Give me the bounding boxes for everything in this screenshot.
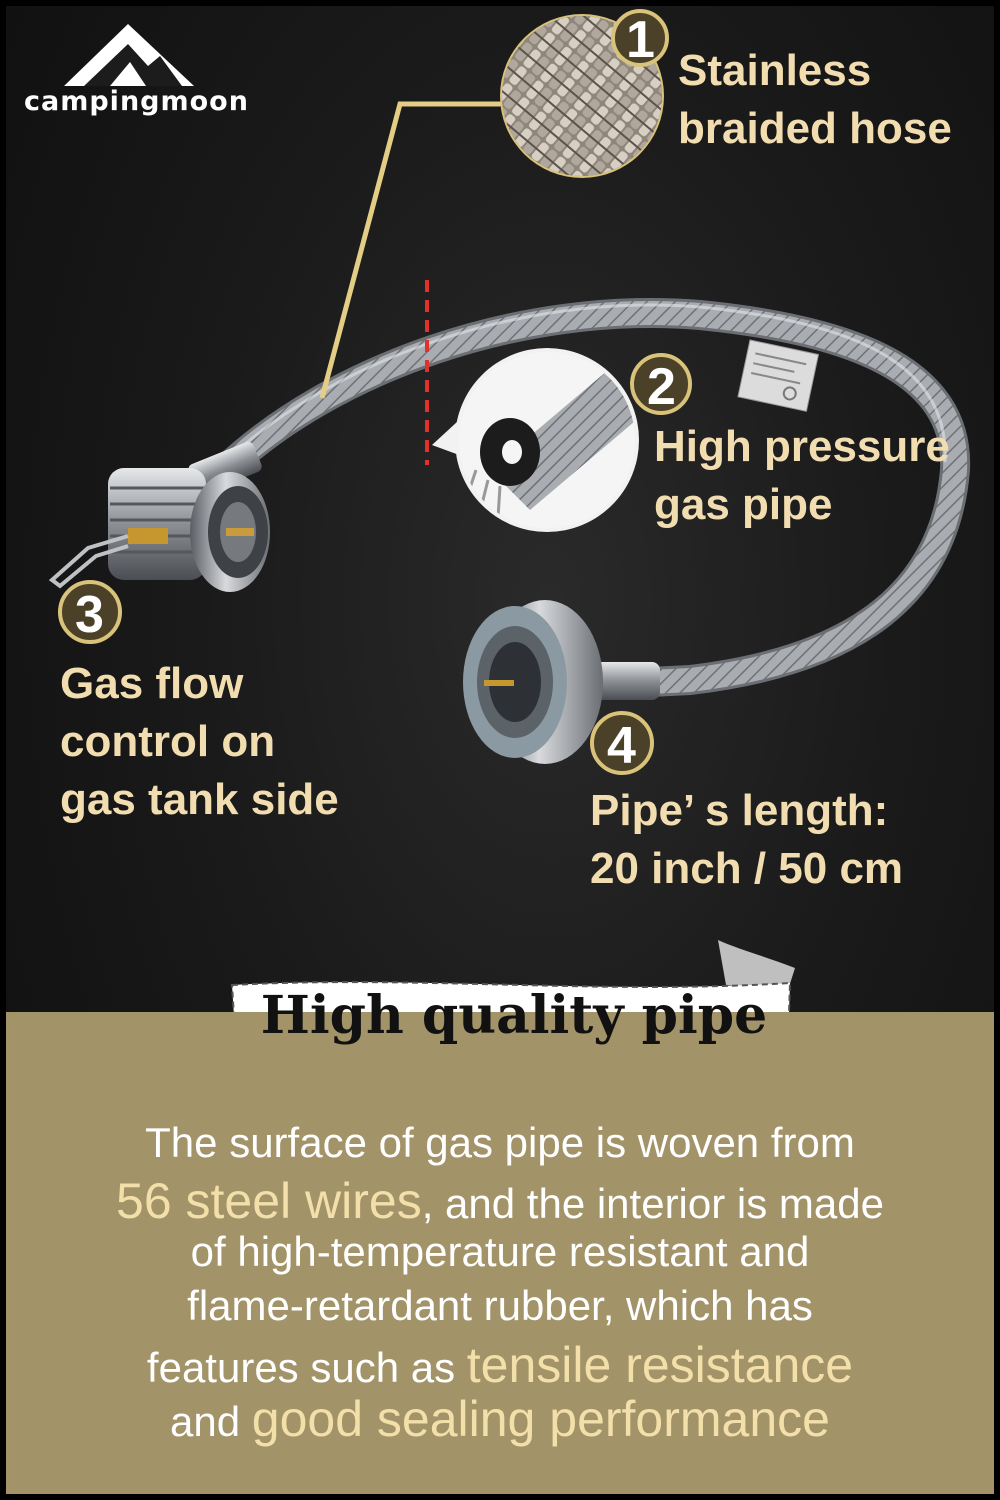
number-badge-1 (611, 9, 669, 67)
feature-callout-line: gas pipe (654, 480, 833, 529)
feature-callout-line: High pressure (654, 422, 950, 471)
description-line-6: and good sealing performance (0, 1394, 1000, 1444)
highlight-steel-wires: 56 steel wires (116, 1173, 422, 1229)
feature-callout-4: Pipe’ s length: 20 inch / 50 cm (590, 782, 903, 898)
feature-callout-line: Stainless (678, 46, 872, 95)
feature-callout-line: control on (60, 717, 276, 766)
number-badge-3 (58, 580, 122, 644)
number-badge-2 (630, 353, 692, 415)
description-line-3: of high-temperature resistant and (190, 1228, 810, 1275)
feature-callout-2: High pressure gas pipe (654, 418, 950, 534)
feature-callout-line: 20 inch / 50 cm (590, 844, 904, 893)
highlight-good-sealing: good sealing performance (251, 1391, 830, 1447)
banner-title: High quality pipe (260, 985, 768, 1046)
description-text: , and the interior is made (421, 1180, 884, 1227)
pipe-cross-section-circle (432, 348, 639, 532)
feature-callout-1: Stainless braided hose (678, 42, 952, 158)
callout-leader-line (319, 101, 505, 399)
feature-number-2: 2 (647, 358, 676, 416)
feature-number-4: 4 (607, 717, 636, 775)
tank-side-connector (48, 441, 270, 592)
description-line-2: 56 steel wires, and the interior is made (0, 1176, 1000, 1226)
feature-callout-line: braided hose (678, 104, 952, 153)
hose-label-sticker (737, 339, 820, 412)
feature-callout-line: gas tank side (60, 775, 339, 824)
feature-number-1: 1 (626, 11, 655, 69)
number-badge-4 (590, 711, 654, 775)
feature-callout-line: Pipe’ s length: (590, 786, 889, 835)
feature-callout-3: Gas flow control on gas tank side (60, 655, 339, 829)
feature-number-3: 3 (75, 586, 104, 644)
brand-mountain-icon (64, 24, 194, 86)
description-text: and (170, 1398, 252, 1445)
description-text: features such as (146, 1344, 467, 1391)
description-line-5: features such as tensile resistance (0, 1340, 1000, 1390)
brand-logo-text: campingmoon (24, 86, 249, 117)
feature-callout-line: Gas flow (60, 659, 244, 708)
description-line-4: flame-retardant rubber, which has (187, 1282, 813, 1329)
burner-side-connector (463, 600, 660, 764)
highlight-tensile-resistance: tensile resistance (466, 1337, 854, 1393)
description-line-1: The surface of gas pipe is woven from (145, 1119, 855, 1166)
description-panel (0, 1012, 1000, 1500)
